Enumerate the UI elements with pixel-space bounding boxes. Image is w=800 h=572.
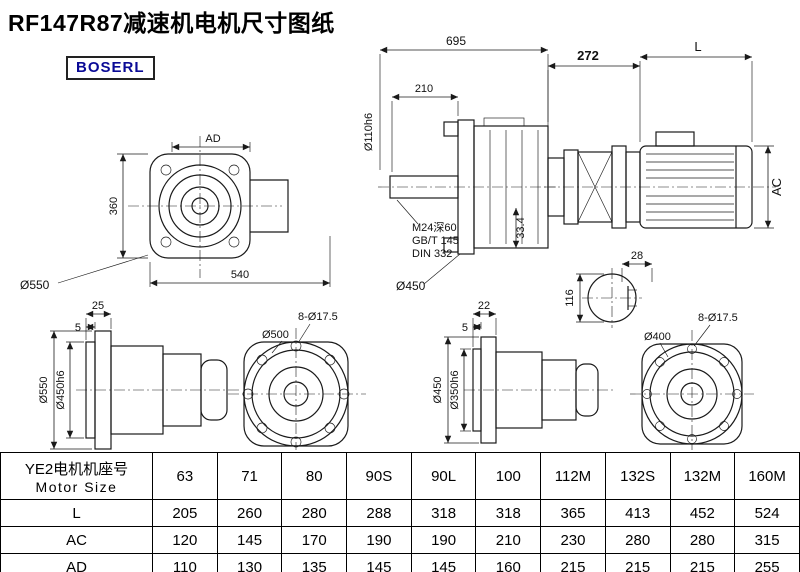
dim-AC: AC [769, 178, 784, 196]
dim-bc-400: Ø400 [644, 331, 671, 343]
dim-value-cell: 230 [540, 526, 606, 554]
motor-size-col: 71 [216, 452, 283, 500]
dim-od-550: Ø550 [38, 377, 50, 404]
dim-value-cell: 160 [475, 553, 542, 572]
dim-value-cell: 280 [604, 526, 671, 554]
motor-body [639, 145, 753, 229]
dim-value-cell: 210 [475, 526, 542, 554]
motor-size-header-en: Motor Size [35, 478, 118, 495]
row-label: L [0, 499, 153, 527]
dim-value-cell: 315 [734, 526, 800, 554]
view-flange-front-1: 8-Ø17.5 Ø500 [228, 311, 366, 450]
dim-33-4: 33.4 [515, 217, 527, 238]
motor-size-col: 90S [346, 452, 412, 500]
page-title: RF147R87减速机电机尺寸图纸 [8, 10, 335, 36]
dim-value-cell: 318 [475, 499, 542, 527]
dim-value-cell: 135 [281, 553, 348, 572]
dim-value-cell: 365 [540, 499, 606, 527]
note-gbt145: GB/T 145 [412, 235, 459, 247]
motor-size-col: 132S [604, 452, 671, 500]
view-flange-side-1: 25 5 Ø550 Ø450h6 [38, 300, 242, 450]
view-flange-side-2: 22 5 Ø450 Ø350h6 [432, 300, 614, 444]
dim-ad: AD [205, 133, 220, 145]
dim-value-cell: 190 [346, 526, 412, 554]
dim-od-450: Ø450 [432, 377, 444, 404]
dim-value-cell: 260 [216, 499, 283, 527]
dim-value-cell: 452 [669, 499, 736, 527]
dim-272: 272 [577, 48, 599, 63]
view-flange-front-2: 8-Ø17.5 Ø400 [630, 312, 754, 450]
dim-L: L [694, 39, 701, 54]
dim-value-cell: 205 [152, 499, 218, 527]
dim-210: 210 [415, 83, 433, 95]
dim-value-cell: 145 [410, 553, 477, 572]
dim-shaft-110h6: Ø110h6 [363, 113, 375, 151]
dim-holes-1: 8-Ø17.5 [298, 311, 338, 323]
terminal-box [655, 131, 695, 147]
view-output-flange-front: AD 360 540 Ø550 [20, 133, 331, 292]
dim-value-cell: 288 [346, 499, 412, 527]
dim-value-cell: 145 [216, 526, 283, 554]
motor-size-col: 90L [410, 452, 477, 500]
motor-size-col: 160M [734, 452, 800, 500]
motor-size-col: 132M [669, 452, 736, 500]
dim-value-cell: 215 [540, 553, 606, 572]
dim-116: 116 [564, 289, 576, 307]
housing-silhouette [250, 179, 289, 233]
dim-value-cell: 145 [346, 553, 412, 572]
view-motor-side: 272 L AC 28 116 [544, 39, 784, 328]
motor-size-col: 80 [281, 452, 348, 500]
dim-flange-450: Ø450 [396, 279, 426, 293]
dim-value-cell: 413 [604, 499, 671, 527]
dim-bc-500: Ø500 [262, 329, 289, 341]
dim-value-cell: 120 [152, 526, 218, 554]
note-din332: DIN 332 [412, 248, 452, 260]
dim-5a: 5 [75, 322, 81, 334]
dim-value-cell: 190 [410, 526, 477, 554]
motor-size-header-cn: YE2电机机座号 [24, 460, 129, 478]
dim-spigot-450h6: Ø450h6 [55, 370, 67, 409]
dim-5b: 5 [462, 322, 468, 334]
dim-360: 360 [108, 197, 120, 215]
dim-value-cell: 255 [734, 553, 800, 572]
row-label: AD [0, 553, 153, 572]
dim-28: 28 [631, 250, 643, 262]
dim-value-cell: 524 [734, 499, 800, 527]
dim-holes-2: 8-Ø17.5 [698, 312, 738, 324]
shaft-end-circle [587, 273, 637, 323]
motor-size-header: YE2电机机座号 Motor Size [0, 452, 153, 500]
dim-value-cell: 215 [669, 553, 736, 572]
dim-540: 540 [231, 269, 249, 281]
dim-spigot-350h6: Ø350h6 [449, 370, 461, 409]
motor-size-col: 112M [540, 452, 606, 500]
dim-value-cell: 170 [281, 526, 348, 554]
dim-value-cell: 280 [281, 499, 348, 527]
dim-value-cell: 280 [669, 526, 736, 554]
dim-value-cell: 110 [152, 553, 218, 572]
dim-value-cell: 318 [410, 499, 477, 527]
dim-value-cell: 130 [216, 553, 283, 572]
dim-value-cell: 215 [604, 553, 671, 572]
dim-flange-550: Ø550 [20, 278, 50, 292]
dim-695: 695 [446, 34, 466, 48]
row-label: AC [0, 526, 153, 554]
dim-22: 22 [478, 300, 490, 312]
dim-25: 25 [92, 300, 104, 312]
note-m24: M24深60 [412, 221, 457, 234]
brand-text: BOSERL [76, 59, 145, 76]
motor-size-col: 63 [152, 452, 218, 500]
view-reducer-side: 695 210 Ø110h6 M24深60 GB/T 145 DIN 332 3… [363, 34, 556, 293]
motor-size-col: 100 [475, 452, 542, 500]
brand-logo: BOSERL [66, 56, 155, 80]
